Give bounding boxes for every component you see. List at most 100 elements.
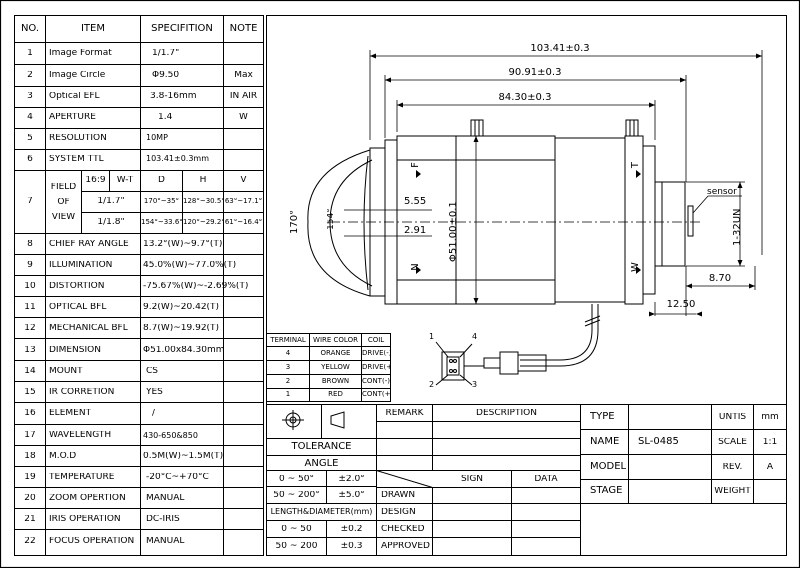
row-item: ELEMENT [49,409,92,418]
rev-value: A [766,463,774,472]
row-spec: / [152,409,156,418]
wire-coil: DRIVE(+) [362,364,390,371]
fov-d: 154°~33.6° [141,219,182,226]
fov-wt: W-T [116,176,134,185]
row-item: IRIS OPERATION [49,515,121,524]
length-range: 50 ~ 200 [275,542,318,551]
model-label: MODEL [590,462,627,472]
angle-tol: ±5.0° [338,491,365,500]
row-spec: -20°C~+70°C [146,473,209,482]
row-item: IR CORRETION [49,388,115,397]
row-spec: 9.2(W)~20.42(T) [143,303,220,312]
row-no: 18 [24,452,36,461]
sign-label: SIGN [460,475,484,484]
row-no: 1 [27,49,33,58]
dim-90-length: 90.91±0.3 [508,68,562,78]
pin-label: 1 [429,333,435,341]
row-no: 8 [27,240,33,249]
projection-symbol-icon [282,410,345,430]
rev-label: REV. [722,463,743,472]
row-item: DISTORTION [49,282,105,291]
row-note: Max [234,71,253,80]
row-item: Image Format [49,49,112,58]
fov-col-d: D [158,176,165,185]
row-spec: DC-IRIS [146,515,180,524]
row-item: ZOOM OPERTION [49,494,126,503]
fov-h: 128°~30.5° [183,198,223,205]
length-range: 0 ~ 50 [281,525,312,534]
header-item: ITEM [80,24,105,34]
header-no: NO. [20,24,40,34]
wire-coil: CONT(+) [362,391,390,398]
ring-w-label: W [631,262,641,272]
row-item: OPTICAL BFL [49,303,107,312]
fov-label-line: VIEW [51,213,76,222]
row-note: W [239,113,248,122]
angle-label: ANGLE [304,459,339,469]
row-spec: MANUAL [146,537,185,546]
fov-fmt: 1/1.8" [97,218,125,227]
fov-col-h: H [199,176,207,185]
tolerance-label: TOLERANCE [291,442,352,452]
name-value: SL-0485 [638,437,679,447]
row-no: 14 [24,367,36,376]
pin-label: 2 [429,381,435,389]
row-item: DIMENSION [49,346,101,355]
wire-coil: DRIVE(-) [362,350,390,357]
wire-terminal: 3 [285,364,291,371]
wire-coil: CONT(-) [362,378,390,385]
wire-color: BROWN [321,378,350,385]
wire-color: YELLOW [321,364,350,371]
wire-header-color: WIRE COLOR [313,337,358,344]
row-spec: 1.4 [158,113,173,122]
row-no: 3 [27,92,33,101]
dim-diameter: Φ51.00±0.1 [449,201,459,262]
row-item: APERTURE [49,113,96,122]
fov-col-v: V [240,176,247,185]
wire-header-coil: COIL [367,337,385,344]
row-no: 13 [24,346,36,355]
scale-value: 1:1 [762,438,778,447]
row-item: M.O.D [49,452,77,461]
fov-v: 61°~16.4° [224,219,263,226]
dim-5-55: 5.55 [404,197,427,207]
row-no: 16 [24,409,36,418]
wire-color: ORANGE [320,350,351,357]
fov-fmt: 1/1.7" [97,197,125,206]
dim-8-70: 8.70 [708,274,732,284]
scale-label: SCALE [718,438,747,447]
fov-d: 170°~35° [143,198,180,205]
row-spec: 430-650&850 [143,432,198,440]
design-label: DESIGN [381,508,416,517]
fov-label-line: FIELD [50,183,77,192]
row-spec: CS [146,367,158,376]
checked-label: CHECKED [381,525,425,534]
angle-range: 0 ~ 50° [279,475,314,484]
row-no: 22 [24,537,36,546]
angle-tol: ±2.0° [338,475,365,484]
row-item: Image Circle [49,71,106,80]
wire-color: RED [328,391,343,398]
row-no: 4 [27,113,33,122]
row-no: 15 [24,388,36,397]
row-spec: Φ51.00x84.30mm [143,346,225,355]
row-note: IN AIR [229,92,258,101]
row-no: 7 [27,197,33,206]
row-item: CHIEF RAY ANGLE [49,240,129,249]
dimension-lines [344,50,763,316]
drawn-label: DRAWN [381,491,416,500]
header-spec: SPECIFITION [151,24,213,34]
data-label: DATA [534,475,558,484]
fov-ratio: 16:9 [85,176,106,185]
row-item: Optical EFL [49,92,100,101]
name-label: NAME [590,437,620,447]
row-item: SYSTEM TTL [49,155,104,164]
row-item: TEMPERATURE [49,473,115,482]
row-no: 10 [24,282,36,291]
angle-170-label: 170° [290,209,300,234]
wire-terminal: 2 [285,378,291,385]
dim-mount-thread: 1-32UN [733,208,743,247]
units-value: mm [761,413,779,422]
row-no: 20 [24,494,36,503]
row-spec: 103.41±0.3mm [146,155,210,163]
